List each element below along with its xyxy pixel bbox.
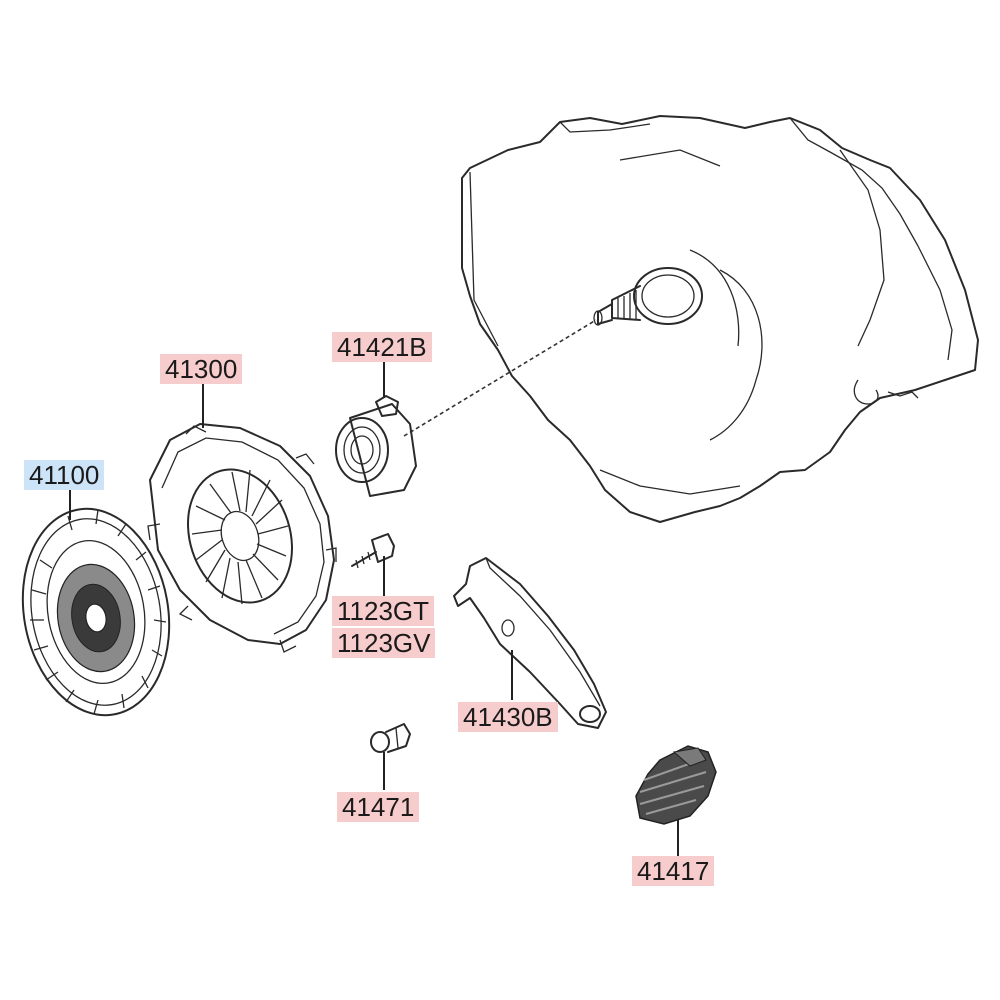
part-label-41300[interactable]: 41300: [160, 354, 243, 384]
boot-drawing: [635, 745, 717, 825]
part-label-41417[interactable]: 41417: [632, 856, 715, 886]
part-label-41471[interactable]: 41471: [337, 792, 420, 822]
pressure-plate-drawing: [147, 423, 337, 653]
part-label-41430b[interactable]: 41430B: [458, 702, 558, 732]
clutch-disc-drawing: [21, 507, 171, 717]
release-bearing-drawing: [335, 395, 417, 497]
part-label-1123gt[interactable]: 1123GT: [332, 596, 435, 626]
alignment-line: [403, 319, 597, 437]
leader-lines: [69, 362, 679, 856]
bolt-drawing: [351, 533, 395, 569]
release-fork-drawing: [453, 557, 607, 729]
part-label-41100[interactable]: 41100: [24, 460, 105, 490]
part-label-1123gv[interactable]: 1123GV: [332, 628, 436, 658]
part-label-41421b[interactable]: 41421B: [332, 332, 432, 362]
input-shaft: [593, 267, 703, 326]
fulcrum-drawing: [370, 723, 411, 753]
transmission-housing: [461, 115, 979, 523]
